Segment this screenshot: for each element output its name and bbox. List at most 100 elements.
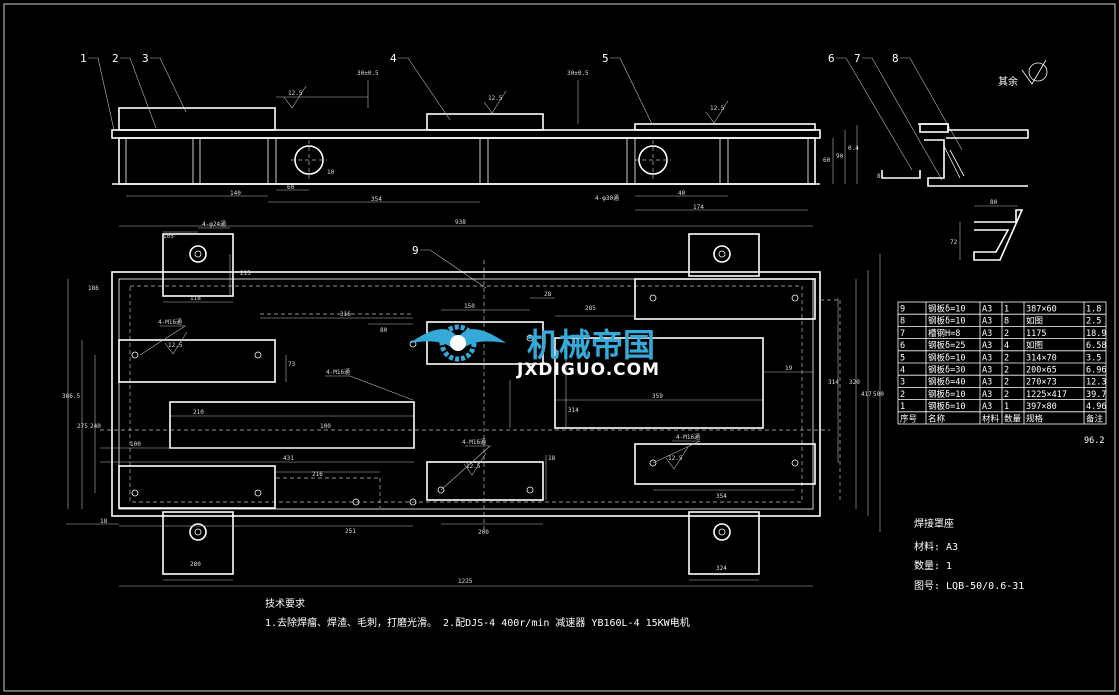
parts-table-header-cell: 数量 — [1004, 413, 1022, 424]
parts-table-cell: 314×70 — [1026, 353, 1057, 363]
parts-table-cell: 3 — [900, 378, 905, 388]
callout-7: 7 — [854, 52, 861, 65]
plan-dim-1225: 1225 — [458, 578, 473, 585]
parts-table-header-cell: 备注 — [1086, 413, 1104, 424]
plan-dim-354: 354 — [716, 493, 727, 500]
parts-table-cell: 6.96 — [1086, 366, 1106, 376]
plan-outline — [111, 271, 821, 517]
parts-table-cell: 钢板δ=10 — [928, 304, 965, 315]
plan-dim-280: 280 — [190, 561, 201, 568]
front-dim-40: 40 — [678, 190, 686, 197]
watermark-cn: 机械帝国 — [527, 326, 655, 364]
parts-table-cell: 387×60 — [1026, 305, 1057, 315]
parts-table-cell: 2 — [1004, 378, 1009, 388]
plan-dim-320: 320 — [849, 379, 860, 386]
parts-table-cell: 钢板δ=30 — [928, 365, 965, 376]
parts-table-cell: 2 — [1004, 353, 1009, 363]
side-section — [881, 59, 1048, 261]
plan-dim-33: 18 — [100, 518, 108, 525]
plan-dim-186: 186 — [88, 285, 99, 292]
parts-table-cell: 1 — [900, 402, 905, 412]
plan-dim-150: 150 — [464, 303, 475, 310]
parts-table-cell: 钢板δ=10 — [928, 401, 965, 412]
plan-dim-100: 100 — [320, 423, 331, 430]
front-dim-h2: 90 — [836, 153, 844, 160]
plan-dim-28: 28 — [544, 291, 552, 298]
parts-table-header-cell: 材料 — [982, 413, 1000, 424]
parts-table-cell: A3 — [982, 329, 992, 339]
front-dim-h1: 60 — [823, 157, 831, 164]
parts-table-cell: 4.96 — [1086, 402, 1106, 412]
parts-table-cell: 6.58 — [1086, 341, 1106, 351]
roughness-front-2: 12.5 — [488, 95, 503, 102]
callout-5: 5 — [602, 52, 609, 65]
plan-dim-240: 240 — [90, 423, 101, 430]
parts-table-cell: 如图 — [1026, 340, 1043, 351]
front-dim-354: 354 — [371, 196, 382, 203]
parts-table-total: 96.2 — [1084, 436, 1104, 446]
parts-table-cell: 4 — [1004, 341, 1009, 351]
drawing-border — [3, 3, 1116, 692]
plan-dim-275: 275 — [77, 423, 88, 430]
callout-6: 6 — [828, 52, 835, 65]
front-top-dim-a: 30±0.5 — [357, 70, 379, 77]
parts-table-header-cell: 名称 — [928, 413, 946, 424]
plan-m16-a: 4-M16通 — [158, 318, 182, 326]
plan-dim-105: 105 — [163, 233, 174, 240]
parts-table-cell: 18.9 — [1086, 329, 1106, 339]
section-dim-72: 72 — [950, 239, 958, 246]
roughness-front-3: 12.5 — [710, 105, 725, 112]
plan-dim-108: 100 — [130, 441, 141, 448]
plan-dim-216: 216 — [312, 471, 323, 478]
plan-m16-c: 4-M16通 — [462, 438, 486, 446]
plan-dim-359: 359 — [652, 393, 663, 400]
title-name: 焊接罩座 — [914, 517, 954, 530]
parts-table-cell: A3 — [982, 305, 992, 315]
plan-dim-210: 210 — [193, 409, 204, 416]
parts-table-cell: 12.3 — [1086, 378, 1106, 388]
parts-table-cell: A3 — [982, 341, 992, 351]
notes-line: 1.去除焊瘤、焊渣、毛刺，打磨光滑。 2.配DJS-4 400r/min 减速器… — [265, 616, 690, 629]
parts-table-cell: 1 — [1004, 402, 1009, 412]
plan-dim-431: 431 — [283, 455, 294, 462]
parts-table-cell: A3 — [982, 402, 992, 412]
plan-view — [66, 225, 881, 587]
parts-table-cell: 1225×417 — [1026, 390, 1067, 400]
parts-table-cell: 8 — [1004, 317, 1009, 327]
parts-table-cell: 钢板δ=40 — [928, 377, 965, 388]
parts-table-cell: 8 — [900, 317, 905, 327]
parts-table-cell: A3 — [982, 390, 992, 400]
parts-table-cell: A3 — [982, 317, 992, 327]
callout-8: 8 — [892, 52, 899, 65]
parts-table-cell: 钢板δ=10 — [928, 352, 965, 363]
plan-hole-top: 4-φ24通 — [202, 220, 226, 228]
watermark-en: JXDIGUO.COM — [516, 360, 660, 380]
roughness-plan-3: 12.5 — [668, 455, 683, 462]
parts-table-cell: 200×65 — [1026, 366, 1057, 376]
callout-4: 4 — [390, 52, 397, 65]
callout-1: 1 — [80, 52, 87, 65]
parts-table-cell: 2 — [1004, 366, 1009, 376]
plan-dim-386: 386.5 — [62, 393, 80, 400]
front-dim-h4: 0.4 — [848, 145, 859, 152]
roughness-plan-2: 12.5 — [466, 463, 481, 470]
roughness-plan-1: 12.5 — [168, 342, 183, 349]
plan-dim-314b: 314 — [828, 379, 839, 386]
parts-table-cell: 1175 — [1026, 329, 1046, 339]
parts-table-cell: 5 — [900, 353, 905, 363]
plan-dim-500: 500 — [873, 391, 884, 398]
plan-dim-316: 316 — [340, 311, 351, 318]
parts-table-cell: 钢板δ=10 — [928, 389, 965, 400]
plan-m16-d: 4-M16通 — [676, 433, 700, 441]
parts-table-cell: 钢板δ=10 — [928, 316, 965, 327]
front-view — [111, 80, 858, 211]
parts-table-cell: A3 — [982, 366, 992, 376]
title-drawing-no: 图号: LQB-50/0.6-31 — [914, 580, 1024, 592]
plan-dim-324: 324 — [716, 565, 727, 572]
plan-dim-118: 118 — [190, 295, 201, 302]
parts-table-header-cell: 规格 — [1026, 413, 1044, 424]
roughness-rest-label: 其余 — [998, 75, 1018, 88]
parts-table-cell: 2.5 — [1086, 317, 1101, 327]
